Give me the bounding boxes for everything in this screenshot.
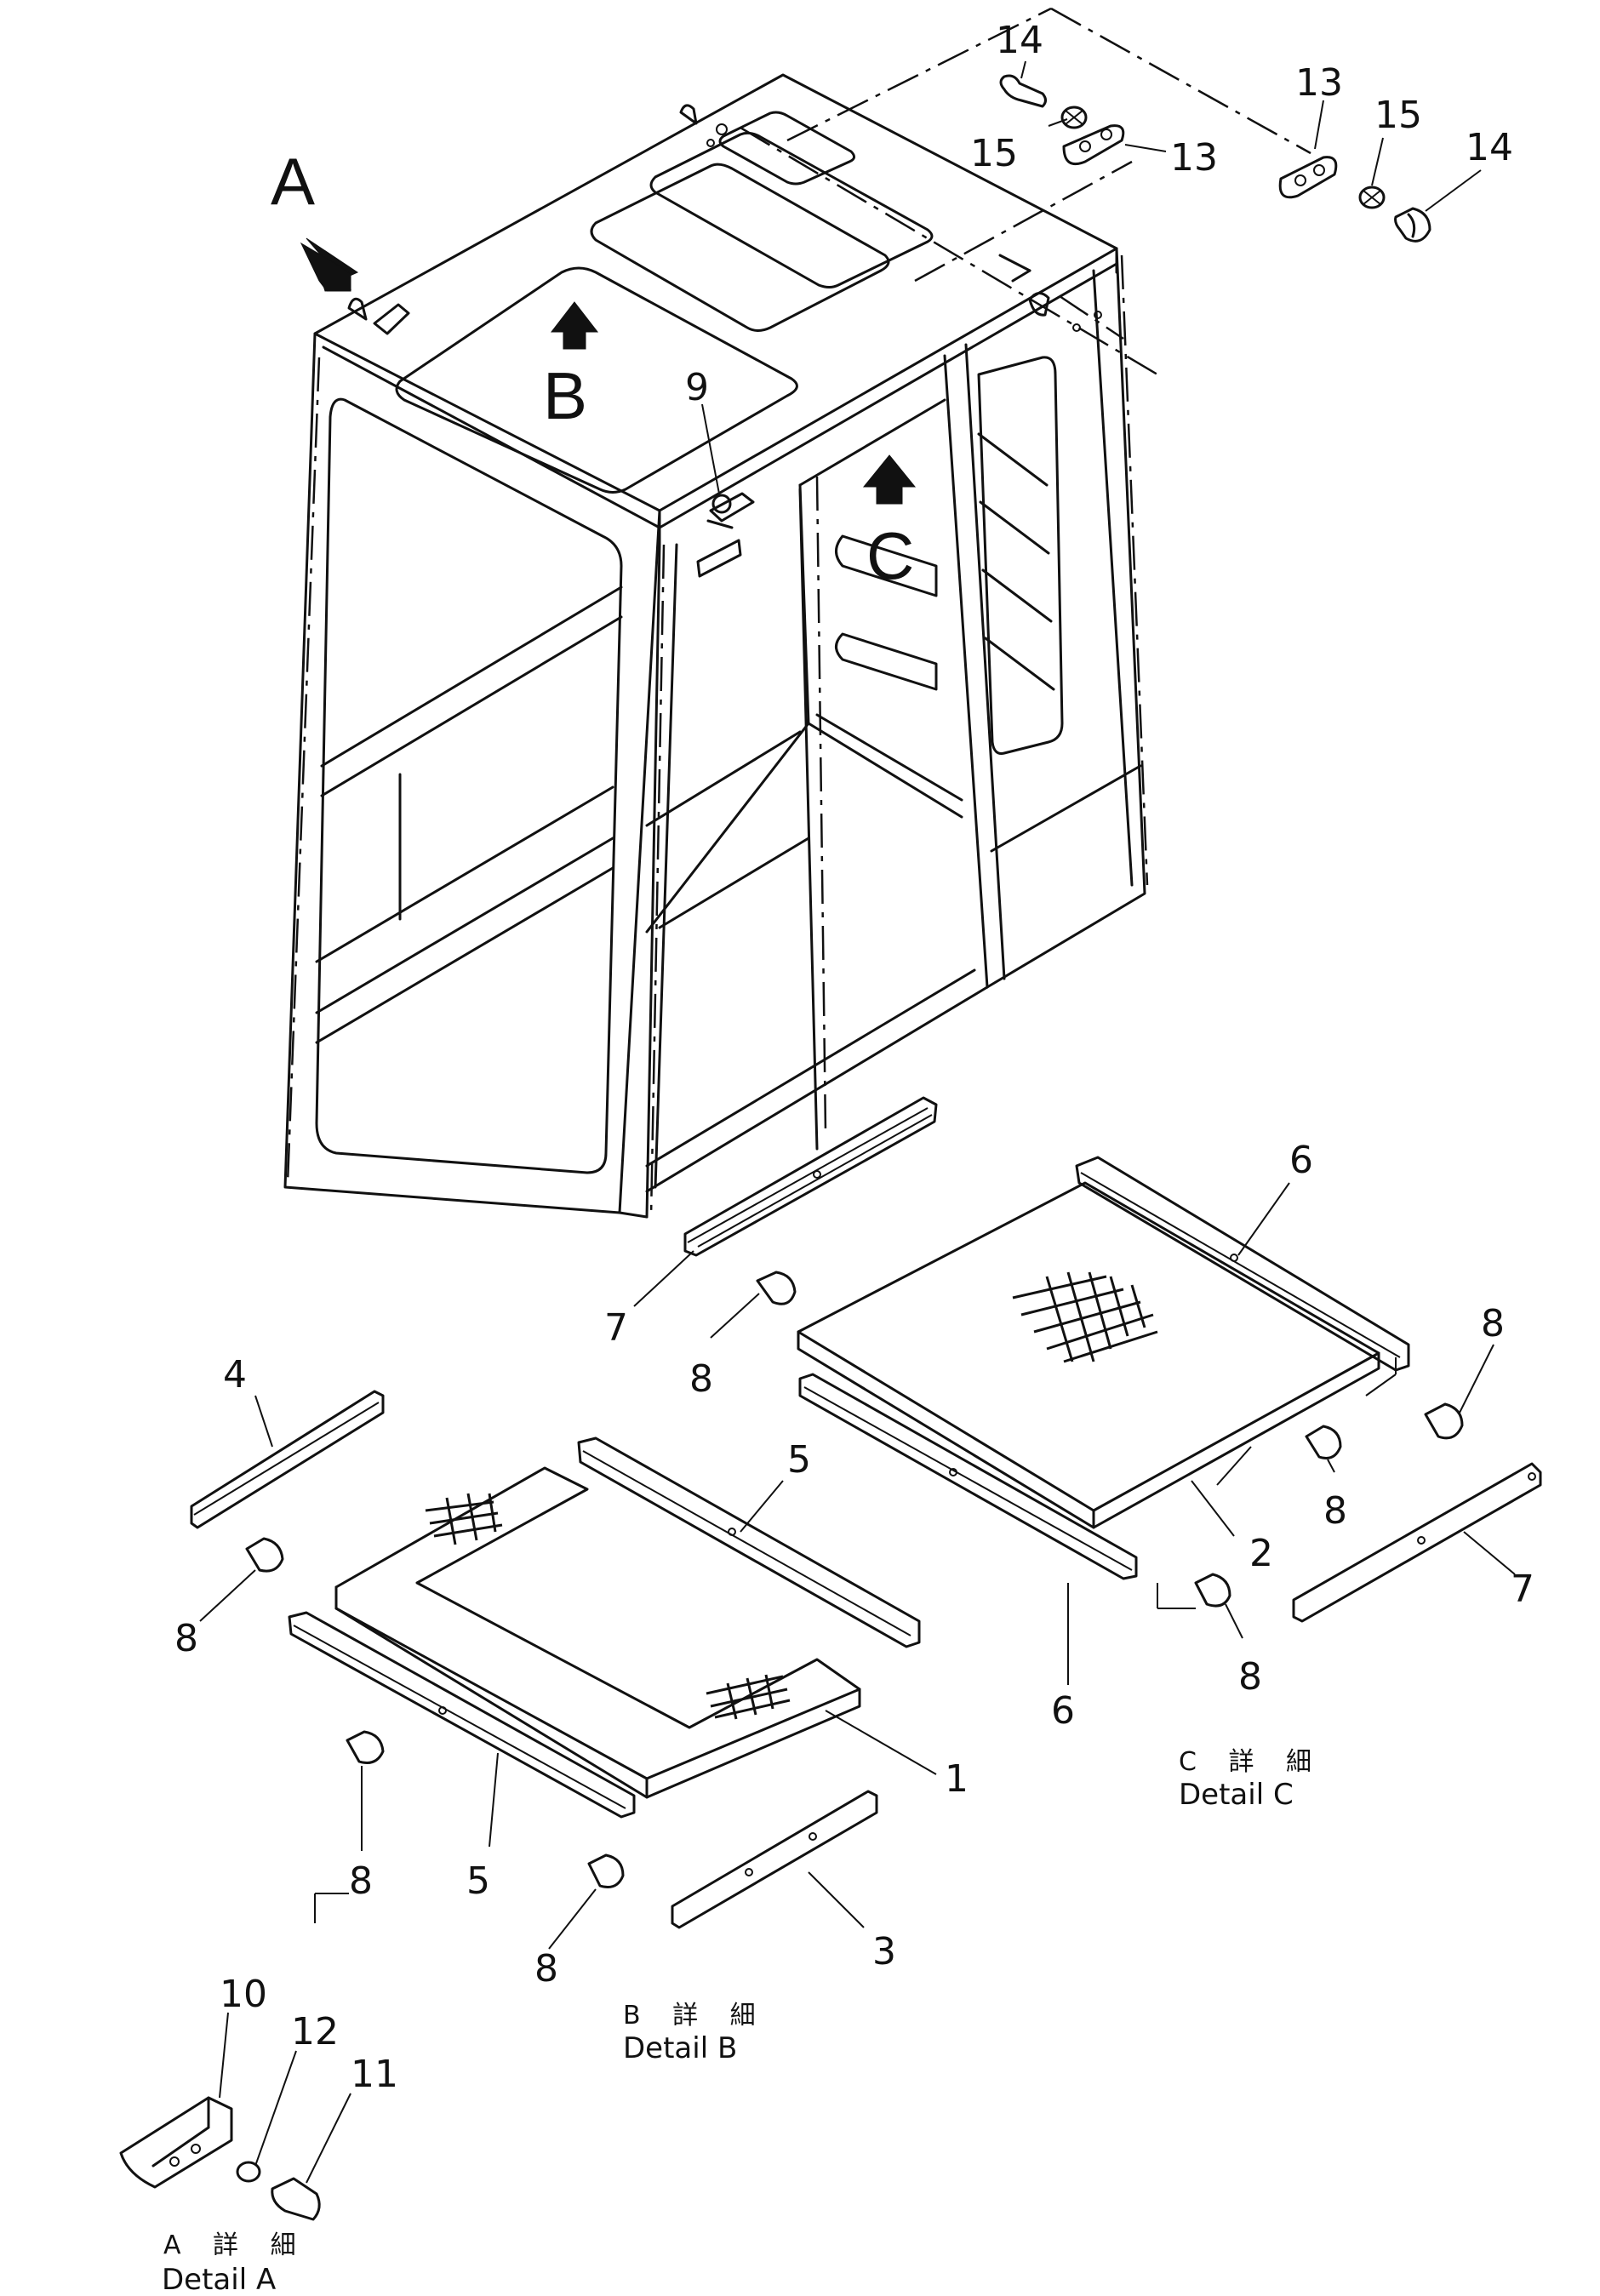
view-label-a: A xyxy=(271,144,315,219)
callout-8e: 8 xyxy=(174,1617,198,1660)
caption-detail-b-en: Detail B xyxy=(623,2031,737,2065)
view-label-b: B xyxy=(543,358,587,433)
callout-6a: 6 xyxy=(1289,1139,1313,1182)
callout-14a: 14 xyxy=(996,19,1043,62)
callout-8d: 8 xyxy=(1238,1655,1262,1699)
callout-8f: 8 xyxy=(349,1859,373,1903)
callout-5b: 5 xyxy=(466,1859,490,1903)
view-arrow-a xyxy=(300,237,359,292)
callout-7a: 7 xyxy=(604,1306,628,1350)
detail-a-parts xyxy=(119,2096,321,2221)
latch-part-9 xyxy=(706,492,755,529)
view-label-c: C xyxy=(866,518,914,593)
callout-12: 12 xyxy=(291,2010,339,2053)
callout-1: 1 xyxy=(945,1757,969,1801)
hardware-top xyxy=(999,74,1431,243)
callout-8b: 8 xyxy=(1323,1489,1347,1533)
callout-13a: 13 xyxy=(1170,136,1218,180)
mesh-pattern-b-2 xyxy=(706,1674,791,1720)
callout-15a: 15 xyxy=(970,132,1018,175)
detail-b-parts xyxy=(190,1390,921,1929)
callout-11: 11 xyxy=(351,2053,398,2096)
view-arrow-b xyxy=(550,301,599,350)
mesh-pattern-c xyxy=(1012,1271,1158,1363)
callout-8g: 8 xyxy=(534,1947,558,1990)
callout-7b: 7 xyxy=(1511,1568,1534,1611)
callouts: 14 15 13 13 15 14 9 6 7 8 8 8 2 7 6 8 4 … xyxy=(174,19,1534,2096)
callout-6b: 6 xyxy=(1051,1689,1075,1733)
assembly-lines xyxy=(286,7,1311,1218)
callout-5a: 5 xyxy=(787,1438,811,1482)
caption-detail-b-jp: B 詳 細 xyxy=(623,2001,768,2030)
detail-c-parts xyxy=(683,1096,1542,1623)
mesh-pattern-b-1 xyxy=(425,1493,503,1545)
callout-4: 4 xyxy=(223,1353,247,1396)
callout-2: 2 xyxy=(1249,1532,1273,1575)
caption-detail-a-jp: A 詳 細 xyxy=(163,2230,308,2260)
callout-8a: 8 xyxy=(689,1357,713,1401)
callout-9: 9 xyxy=(685,366,709,409)
callout-3: 3 xyxy=(872,1930,896,1973)
cab-frame xyxy=(283,73,1146,1219)
caption-detail-c-en: Detail C xyxy=(1179,1778,1294,1812)
captions: C 詳 細 Detail C B 詳 細 Detail B A 詳 細 Deta… xyxy=(162,1747,1323,2296)
callout-13b: 13 xyxy=(1295,61,1343,105)
caption-detail-a-en: Detail A xyxy=(162,2263,276,2296)
callout-14b: 14 xyxy=(1466,126,1513,169)
callout-10: 10 xyxy=(220,1973,267,2016)
view-arrow-c xyxy=(862,454,917,505)
callout-8c: 8 xyxy=(1481,1302,1505,1345)
callout-15b: 15 xyxy=(1374,94,1422,137)
leader-lines xyxy=(199,60,1516,2184)
caption-detail-c-jp: C 詳 細 xyxy=(1179,1747,1323,1777)
